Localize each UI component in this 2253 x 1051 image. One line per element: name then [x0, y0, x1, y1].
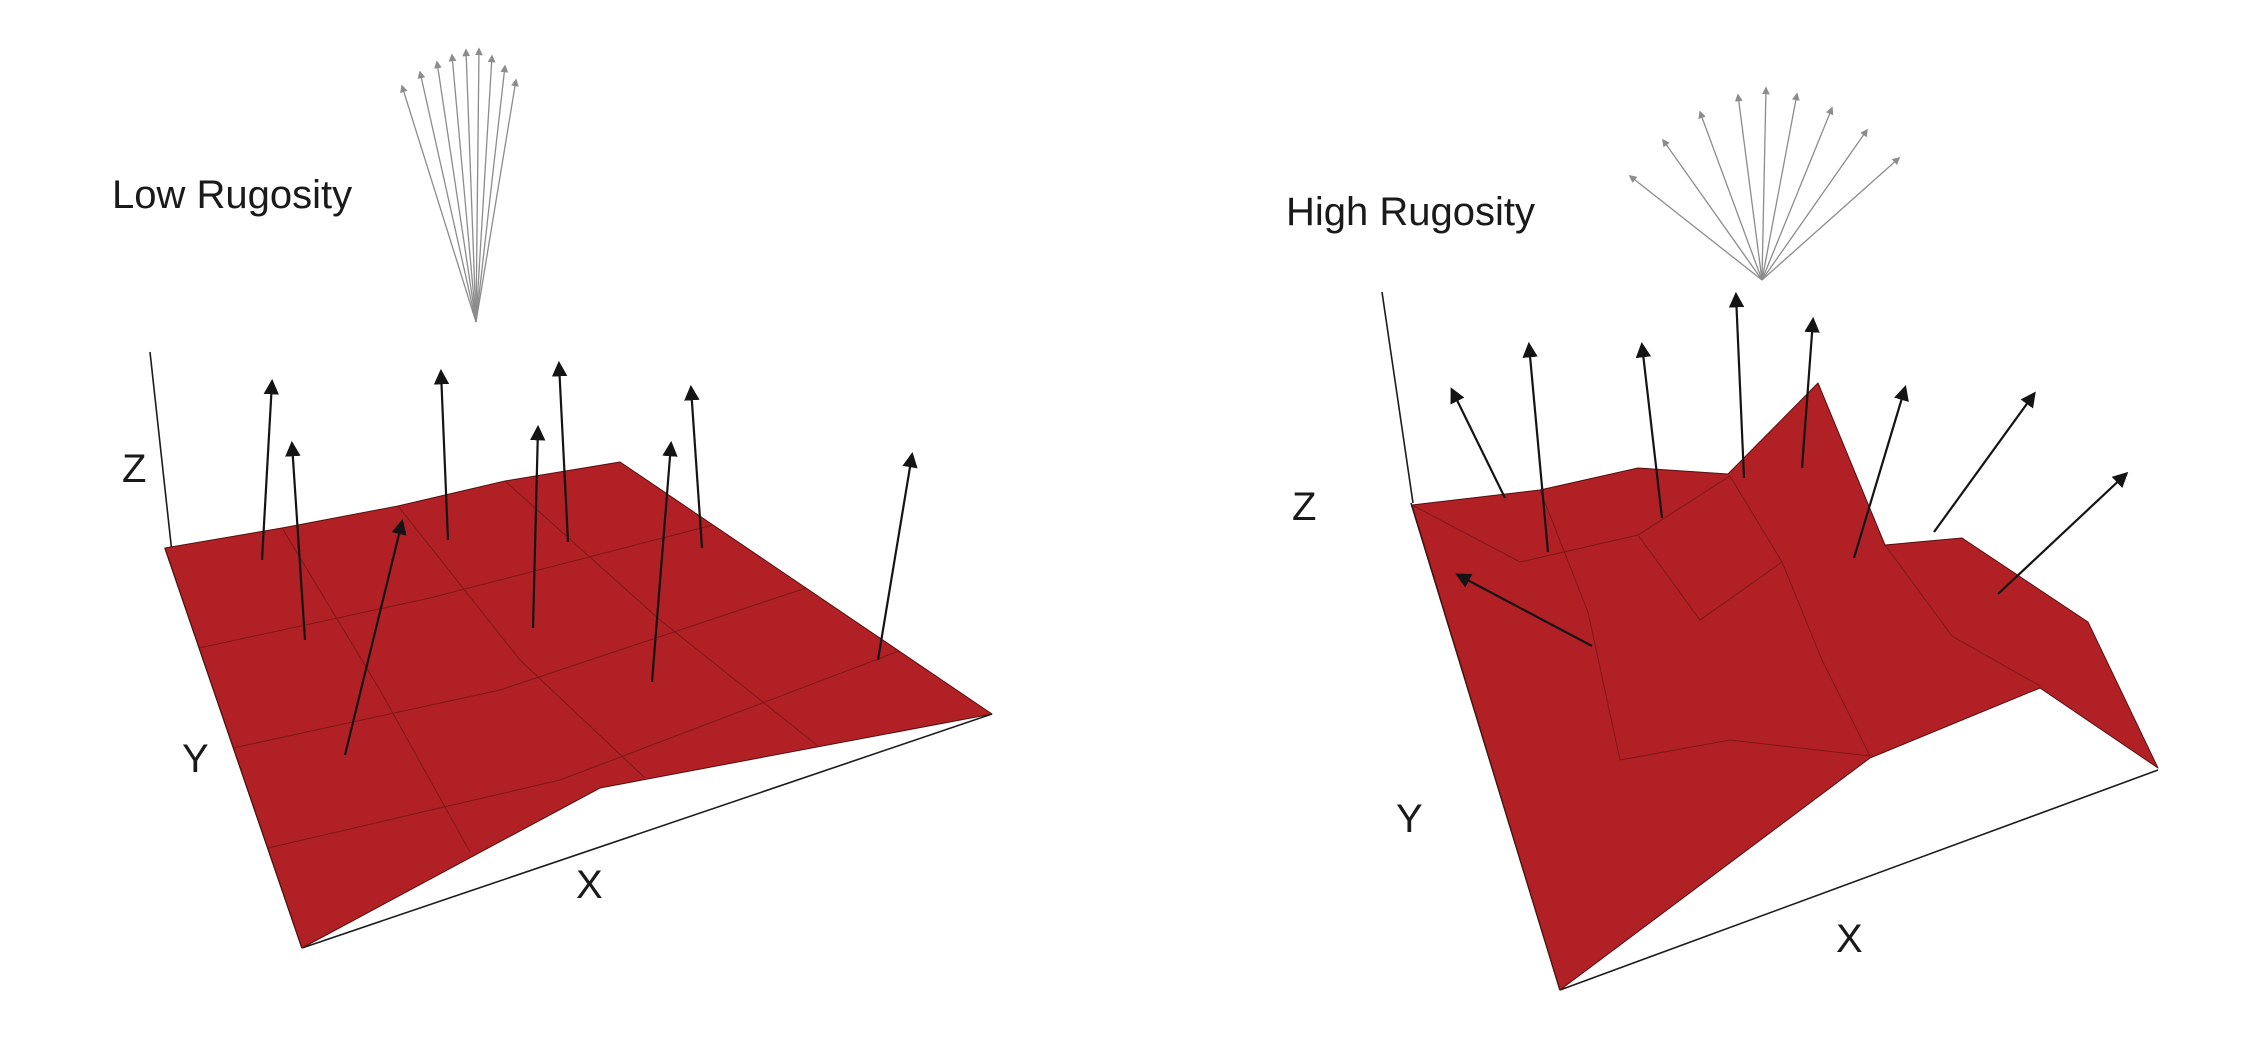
normal-bundle-high: [1628, 86, 1901, 281]
z-axis-line: [1381, 291, 1414, 504]
bundle-arrow: [475, 64, 509, 323]
normal-arrow: [343, 519, 407, 756]
bundle-arrow: [1761, 106, 1834, 281]
normal-arrow: [1728, 291, 1746, 479]
panel-title-low: Low Rugosity: [112, 173, 352, 217]
normal-arrow: [1852, 385, 1909, 559]
panel-title-high: High Rugosity: [1286, 190, 1535, 234]
z-axis-label-high: Z: [1292, 485, 1316, 529]
bundle-arrow: [1761, 92, 1800, 281]
bundle-arrow: [1761, 156, 1901, 281]
normal-arrow: [260, 378, 279, 561]
bundle-arrow: [1628, 175, 1763, 281]
bundle-arrow: [1698, 110, 1763, 281]
bundle-arrow: [462, 48, 477, 323]
normal-arrow: [285, 440, 307, 641]
z-axis-label-low: Z: [122, 447, 146, 491]
normal-arrow: [433, 368, 450, 541]
normal-arrow: [1635, 341, 1664, 519]
normal-arrow: [1450, 387, 1506, 499]
normal-arrow: [529, 424, 546, 629]
bundle-arrow: [417, 70, 477, 323]
bundle-arrow: [448, 53, 477, 323]
normal-arrow: [1800, 316, 1820, 469]
bundle-arrow: [475, 54, 496, 323]
surface-normals-high: [1450, 291, 2129, 647]
normal-arrow: [684, 384, 704, 549]
normal-bundle-low: [400, 47, 519, 323]
normal-arrow: [650, 440, 678, 683]
surface-mesh-high: [1411, 475, 2041, 761]
bundle-arrow: [400, 84, 477, 323]
surface-high: [1411, 382, 2159, 991]
surface-low: [164, 461, 993, 949]
normal-arrow: [876, 451, 918, 661]
bundle-arrow: [1761, 128, 1868, 281]
normal-arrow: [1455, 573, 1593, 647]
x-axis-label-low: X: [576, 863, 603, 907]
surface-mesh-low: [198, 480, 900, 853]
z-axis-line: [149, 351, 173, 554]
normal-arrow: [1933, 391, 2036, 533]
bundle-arrow: [475, 47, 483, 323]
x-axis-line: [1559, 769, 2159, 991]
bundle-arrow: [434, 60, 477, 323]
bundle-arrow: [1734, 93, 1763, 281]
surface-normals-low: [260, 360, 918, 756]
bundle-arrow: [1662, 138, 1763, 281]
bundle-arrow: [1761, 86, 1770, 281]
normal-arrow: [551, 360, 570, 543]
panel-low-rugosity: Low Rugosity: [112, 47, 993, 949]
x-axis-line: [301, 713, 993, 949]
bundle-arrow: [475, 78, 519, 323]
normal-arrow: [1522, 341, 1550, 553]
y-axis-label-high: Y: [1396, 797, 1423, 841]
panel-high-rugosity: High Rugosity: [1286, 86, 2159, 991]
x-axis-label-high: X: [1836, 917, 1863, 961]
normal-arrow: [1997, 471, 2129, 595]
y-axis-label-low: Y: [182, 737, 209, 781]
